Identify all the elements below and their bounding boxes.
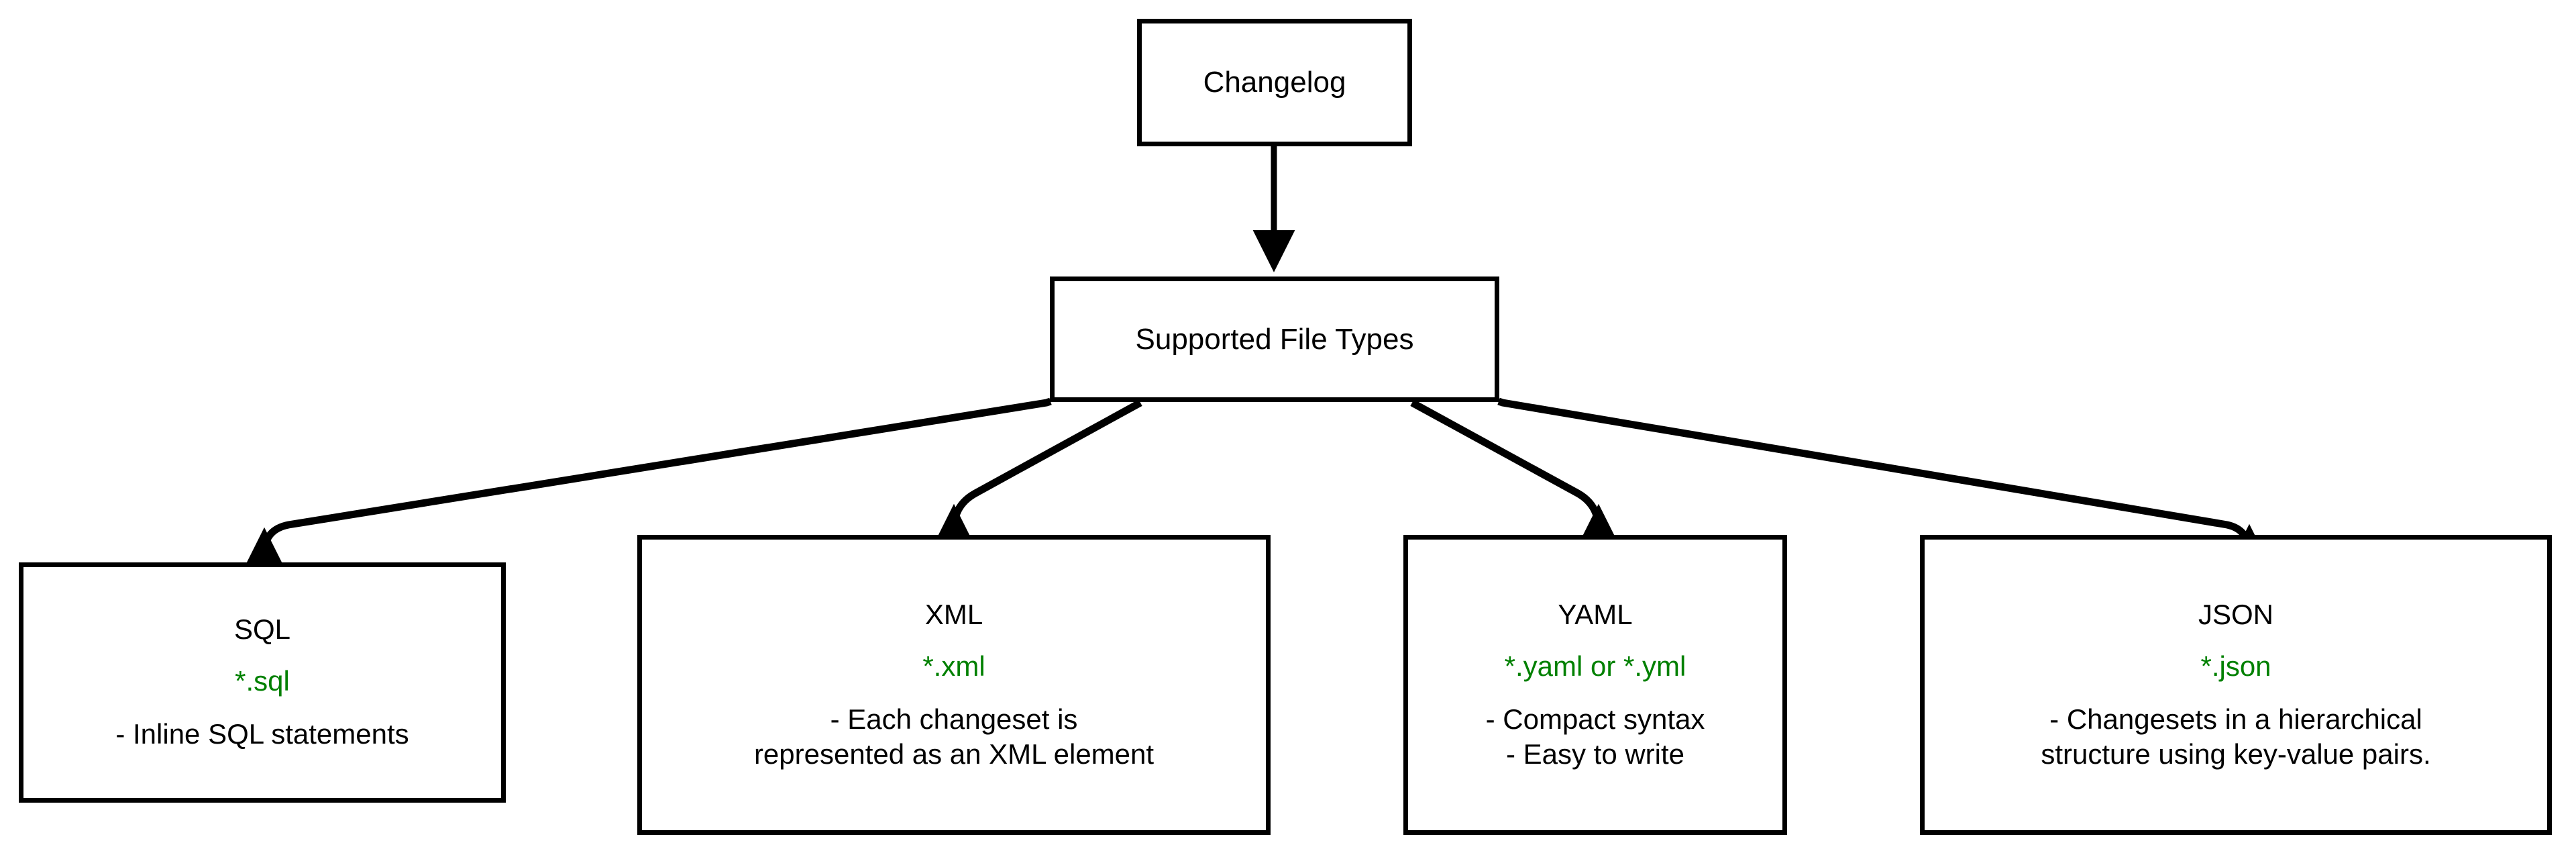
node-yaml-extension: *.yaml or *.yml — [1504, 650, 1686, 683]
edge-supported-to-sql — [238, 397, 1052, 579]
node-yaml-description-line-2: - Easy to write — [1505, 738, 1685, 770]
node-sql-title: SQL — [233, 613, 291, 646]
node-supported-file-types-title: Supported File Types — [1135, 322, 1414, 356]
node-json-title: JSON — [2198, 599, 2273, 631]
edge-supported-to-yaml — [1410, 399, 1625, 556]
node-xml[interactable]: XML *.xml - Each changeset is represente… — [637, 535, 1271, 835]
node-sql-description-line-1: - Inline SQL statements — [115, 718, 409, 750]
node-xml-description: - Each changeset is represented as an XM… — [754, 702, 1154, 770]
node-xml-extension: *.xml — [922, 650, 985, 683]
node-changelog[interactable]: Changelog — [1137, 19, 1412, 146]
node-json-description-line-1: - Changesets in a hierarchical — [2049, 703, 2422, 736]
node-xml-description-line-2: represented as an XML element — [753, 738, 1155, 770]
node-sql-extension: *.sql — [235, 665, 290, 697]
node-yaml[interactable]: YAML *.yaml or *.yml - Compact syntax - … — [1403, 535, 1787, 835]
node-json-description: - Changesets in a hierarchical structure… — [2041, 702, 2430, 770]
node-json[interactable]: JSON *.json - Changesets in a hierarchic… — [1920, 535, 2552, 835]
edge-supported-to-json — [1497, 397, 2275, 576]
node-json-description-line-2: structure using key-value pairs. — [2041, 738, 2431, 770]
node-supported-file-types[interactable]: Supported File Types — [1050, 277, 1499, 402]
node-changelog-title: Changelog — [1203, 66, 1346, 99]
node-yaml-description-line-1: - Compact syntax — [1485, 703, 1705, 736]
node-yaml-title: YAML — [1558, 599, 1633, 631]
node-xml-description-line-1: - Each changeset is — [830, 703, 1078, 736]
node-sql[interactable]: SQL *.sql - Inline SQL statements — [19, 562, 506, 803]
node-yaml-description: - Compact syntax - Easy to write — [1486, 702, 1705, 770]
node-sql-description: - Inline SQL statements — [115, 717, 409, 751]
edge-supported-to-xml — [928, 399, 1142, 556]
node-xml-title: XML — [924, 599, 983, 631]
node-json-extension: *.json — [2200, 650, 2271, 683]
